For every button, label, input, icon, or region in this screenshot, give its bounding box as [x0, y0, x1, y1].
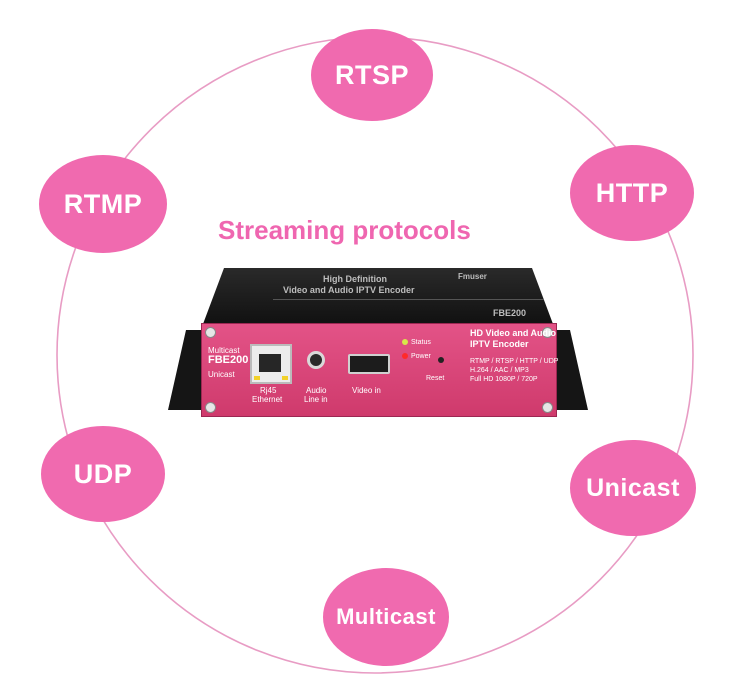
- front-panel: Multicast FBE200 Unicast Rj45 Ethernet A…: [201, 323, 559, 417]
- audio-jack: [307, 351, 325, 369]
- protocol-unicast: Unicast: [570, 440, 696, 536]
- power-label: Power: [411, 353, 431, 360]
- multicast-label: Multicast: [208, 346, 240, 355]
- screw-icon: [542, 327, 553, 338]
- audio-label: Audio: [306, 386, 327, 395]
- top-line2: Video and Audio IPTV Encoder: [283, 285, 415, 295]
- rj45-led: [254, 376, 260, 380]
- power-led-icon: [402, 353, 408, 359]
- top-divider: [273, 299, 553, 300]
- protocol-http: HTTP: [570, 145, 694, 241]
- spec-title2: IPTV Encoder: [470, 339, 529, 349]
- screw-icon: [205, 402, 216, 413]
- page-title: Streaming protocols: [218, 215, 471, 245]
- spec-line3: Full HD 1080P / 720P: [470, 376, 538, 383]
- spec-line1: RTMP / RTSP / HTTP / UDP: [470, 358, 559, 365]
- top-line1: High Definition: [323, 274, 387, 284]
- protocol-udp: UDP: [41, 426, 165, 522]
- unicast-label: Unicast: [208, 370, 235, 379]
- line-in-label: Line in: [304, 395, 328, 404]
- screw-icon: [205, 327, 216, 338]
- rj45-label: Rj45: [260, 386, 277, 395]
- spec-line2: H.264 / AAC / MP3: [470, 367, 529, 374]
- status-led-icon: [402, 339, 408, 345]
- rj45-port: [250, 344, 292, 384]
- video-in-label: Video in: [352, 386, 381, 395]
- hdmi-port: [348, 354, 390, 374]
- protocol-rtmp: RTMP: [39, 155, 167, 253]
- rj45-socket: [259, 354, 281, 372]
- model-label: FBE200: [208, 354, 249, 366]
- reset-label: Reset: [426, 375, 445, 382]
- ethernet-label: Ethernet: [252, 395, 283, 404]
- top-model: FBE200: [493, 308, 527, 318]
- status-label: Status: [411, 339, 431, 346]
- rj45-led: [282, 376, 288, 380]
- encoder-device: High Definition Fmuser Video and Audio I…: [168, 268, 588, 418]
- protocol-rtsp: RTSP: [311, 29, 433, 121]
- screw-icon: [542, 402, 553, 413]
- spec-title1: HD Video and Audio: [470, 328, 557, 338]
- device-top: High Definition Fmuser Video and Audio I…: [203, 268, 553, 324]
- protocol-multicast: Multicast: [323, 568, 449, 666]
- reset-button: [438, 357, 444, 363]
- top-brand: Fmuser: [458, 272, 487, 281]
